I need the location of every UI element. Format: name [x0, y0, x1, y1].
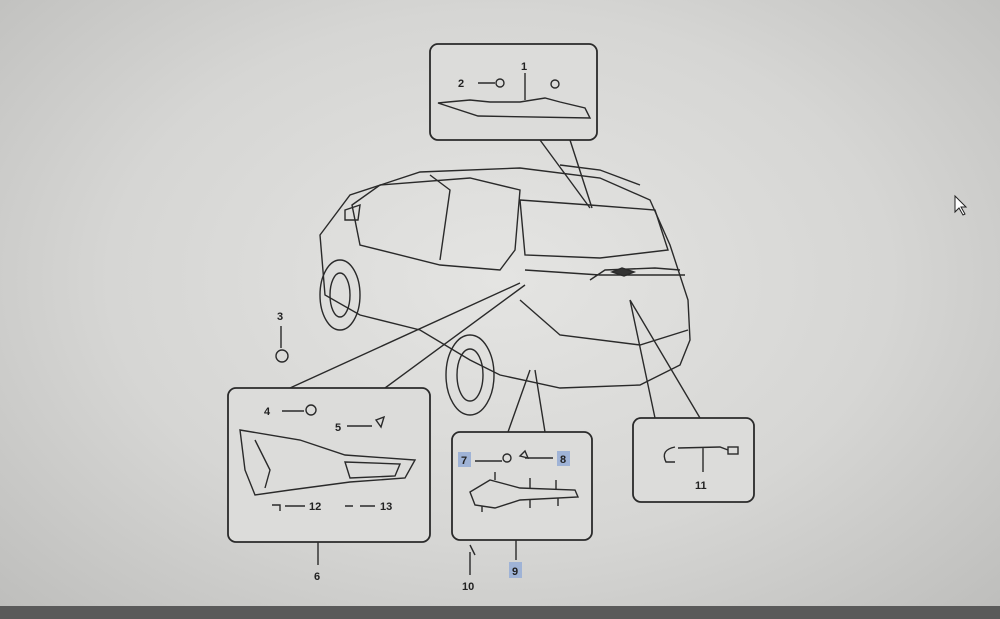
highlight-7	[458, 452, 471, 467]
leader-line-top	[539, 139, 593, 209]
monitor-bezel	[0, 606, 1000, 619]
wiring-harness-part	[663, 446, 739, 472]
leader-line-right	[629, 299, 701, 419]
reflector-lamp-part	[469, 449, 580, 512]
label-9[interactable]: 9	[512, 566, 518, 578]
callout-box-reflector-lamp	[451, 431, 593, 541]
label-6[interactable]: 6	[314, 571, 320, 583]
high-mount-lamp-part	[437, 73, 592, 119]
tail-lamp-part	[239, 404, 417, 511]
highlight-9	[509, 562, 522, 578]
label-8[interactable]: 8	[560, 454, 566, 466]
label-7[interactable]: 7	[461, 455, 467, 467]
label-10[interactable]: 10	[462, 581, 474, 593]
label-3[interactable]: 3	[277, 311, 283, 323]
mouse-cursor-icon	[954, 194, 968, 216]
callout-box-tail-lamp	[227, 387, 431, 543]
label-1[interactable]: 1	[521, 61, 527, 73]
label-11[interactable]: 11	[695, 480, 707, 492]
bolt-part-10	[469, 544, 476, 575]
label-13[interactable]: 13	[380, 501, 392, 513]
clip-part-3	[275, 349, 289, 363]
highlight-8	[557, 451, 570, 466]
callout-box-high-mount-lamp	[429, 43, 598, 141]
label-5[interactable]: 5	[335, 422, 341, 434]
leader-line-middle	[507, 369, 546, 433]
label-12[interactable]: 12	[309, 501, 321, 513]
label-4[interactable]: 4	[264, 406, 271, 418]
callout-box-wiring-harness	[632, 417, 755, 503]
leader-line-left	[289, 282, 526, 389]
vehicle-rear-view	[319, 164, 691, 416]
label-2[interactable]: 2	[458, 78, 464, 90]
